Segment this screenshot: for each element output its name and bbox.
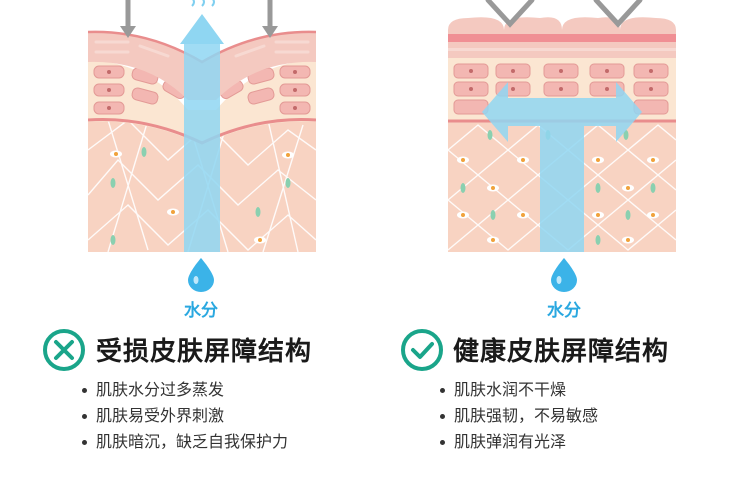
list-item: 肌肤水分过多蒸发 — [82, 377, 288, 403]
healthy-bullet-list: 肌肤水润不干燥 肌肤强韧，不易敏感 肌肤弹润有光泽 — [440, 377, 598, 455]
damaged-bullet-list: 肌肤水分过多蒸发 肌肤易受外界刺激 肌肤暗沉，缺乏自我保护力 — [82, 377, 288, 455]
water-drop-icon — [188, 258, 214, 292]
healthy-heading: 健康皮肤屏障结构 — [453, 337, 670, 367]
water-label: 水分 — [184, 301, 218, 321]
healthy-barrier-panel: 水分 健康皮肤屏障结构 肌肤水润不干燥 肌肤强韧，不易敏感 肌肤弹润有光泽 — [375, 0, 750, 500]
damaged-barrier-panel: 水分 受损皮肤屏障结构 肌肤水分过多蒸发 肌肤易受外界刺激 肌肤暗沉，缺乏自我保… — [43, 0, 316, 455]
check-circle-icon — [401, 329, 443, 371]
water-label: 水分 — [547, 301, 581, 321]
bullet-dot — [440, 388, 445, 393]
list-item: 肌肤暗沉，缺乏自我保护力 — [82, 429, 288, 455]
x-circle-icon — [43, 329, 85, 371]
list-item: 肌肤易受外界刺激 — [82, 403, 288, 429]
bullet-dot — [82, 388, 87, 393]
list-item: 肌肤水润不干燥 — [440, 377, 598, 403]
bullet-dot — [82, 414, 87, 419]
healthy-skin-diagram — [448, 0, 676, 252]
list-item: 肌肤弹润有光泽 — [440, 429, 598, 455]
bullet-dot — [440, 414, 445, 419]
damaged-skin-diagram — [88, 0, 316, 252]
water-drop-icon — [551, 258, 577, 292]
bullet-dot — [440, 440, 445, 445]
bullet-dot — [82, 440, 87, 445]
list-item: 肌肤强韧，不易敏感 — [440, 403, 598, 429]
damaged-heading: 受损皮肤屏障结构 — [96, 337, 313, 367]
